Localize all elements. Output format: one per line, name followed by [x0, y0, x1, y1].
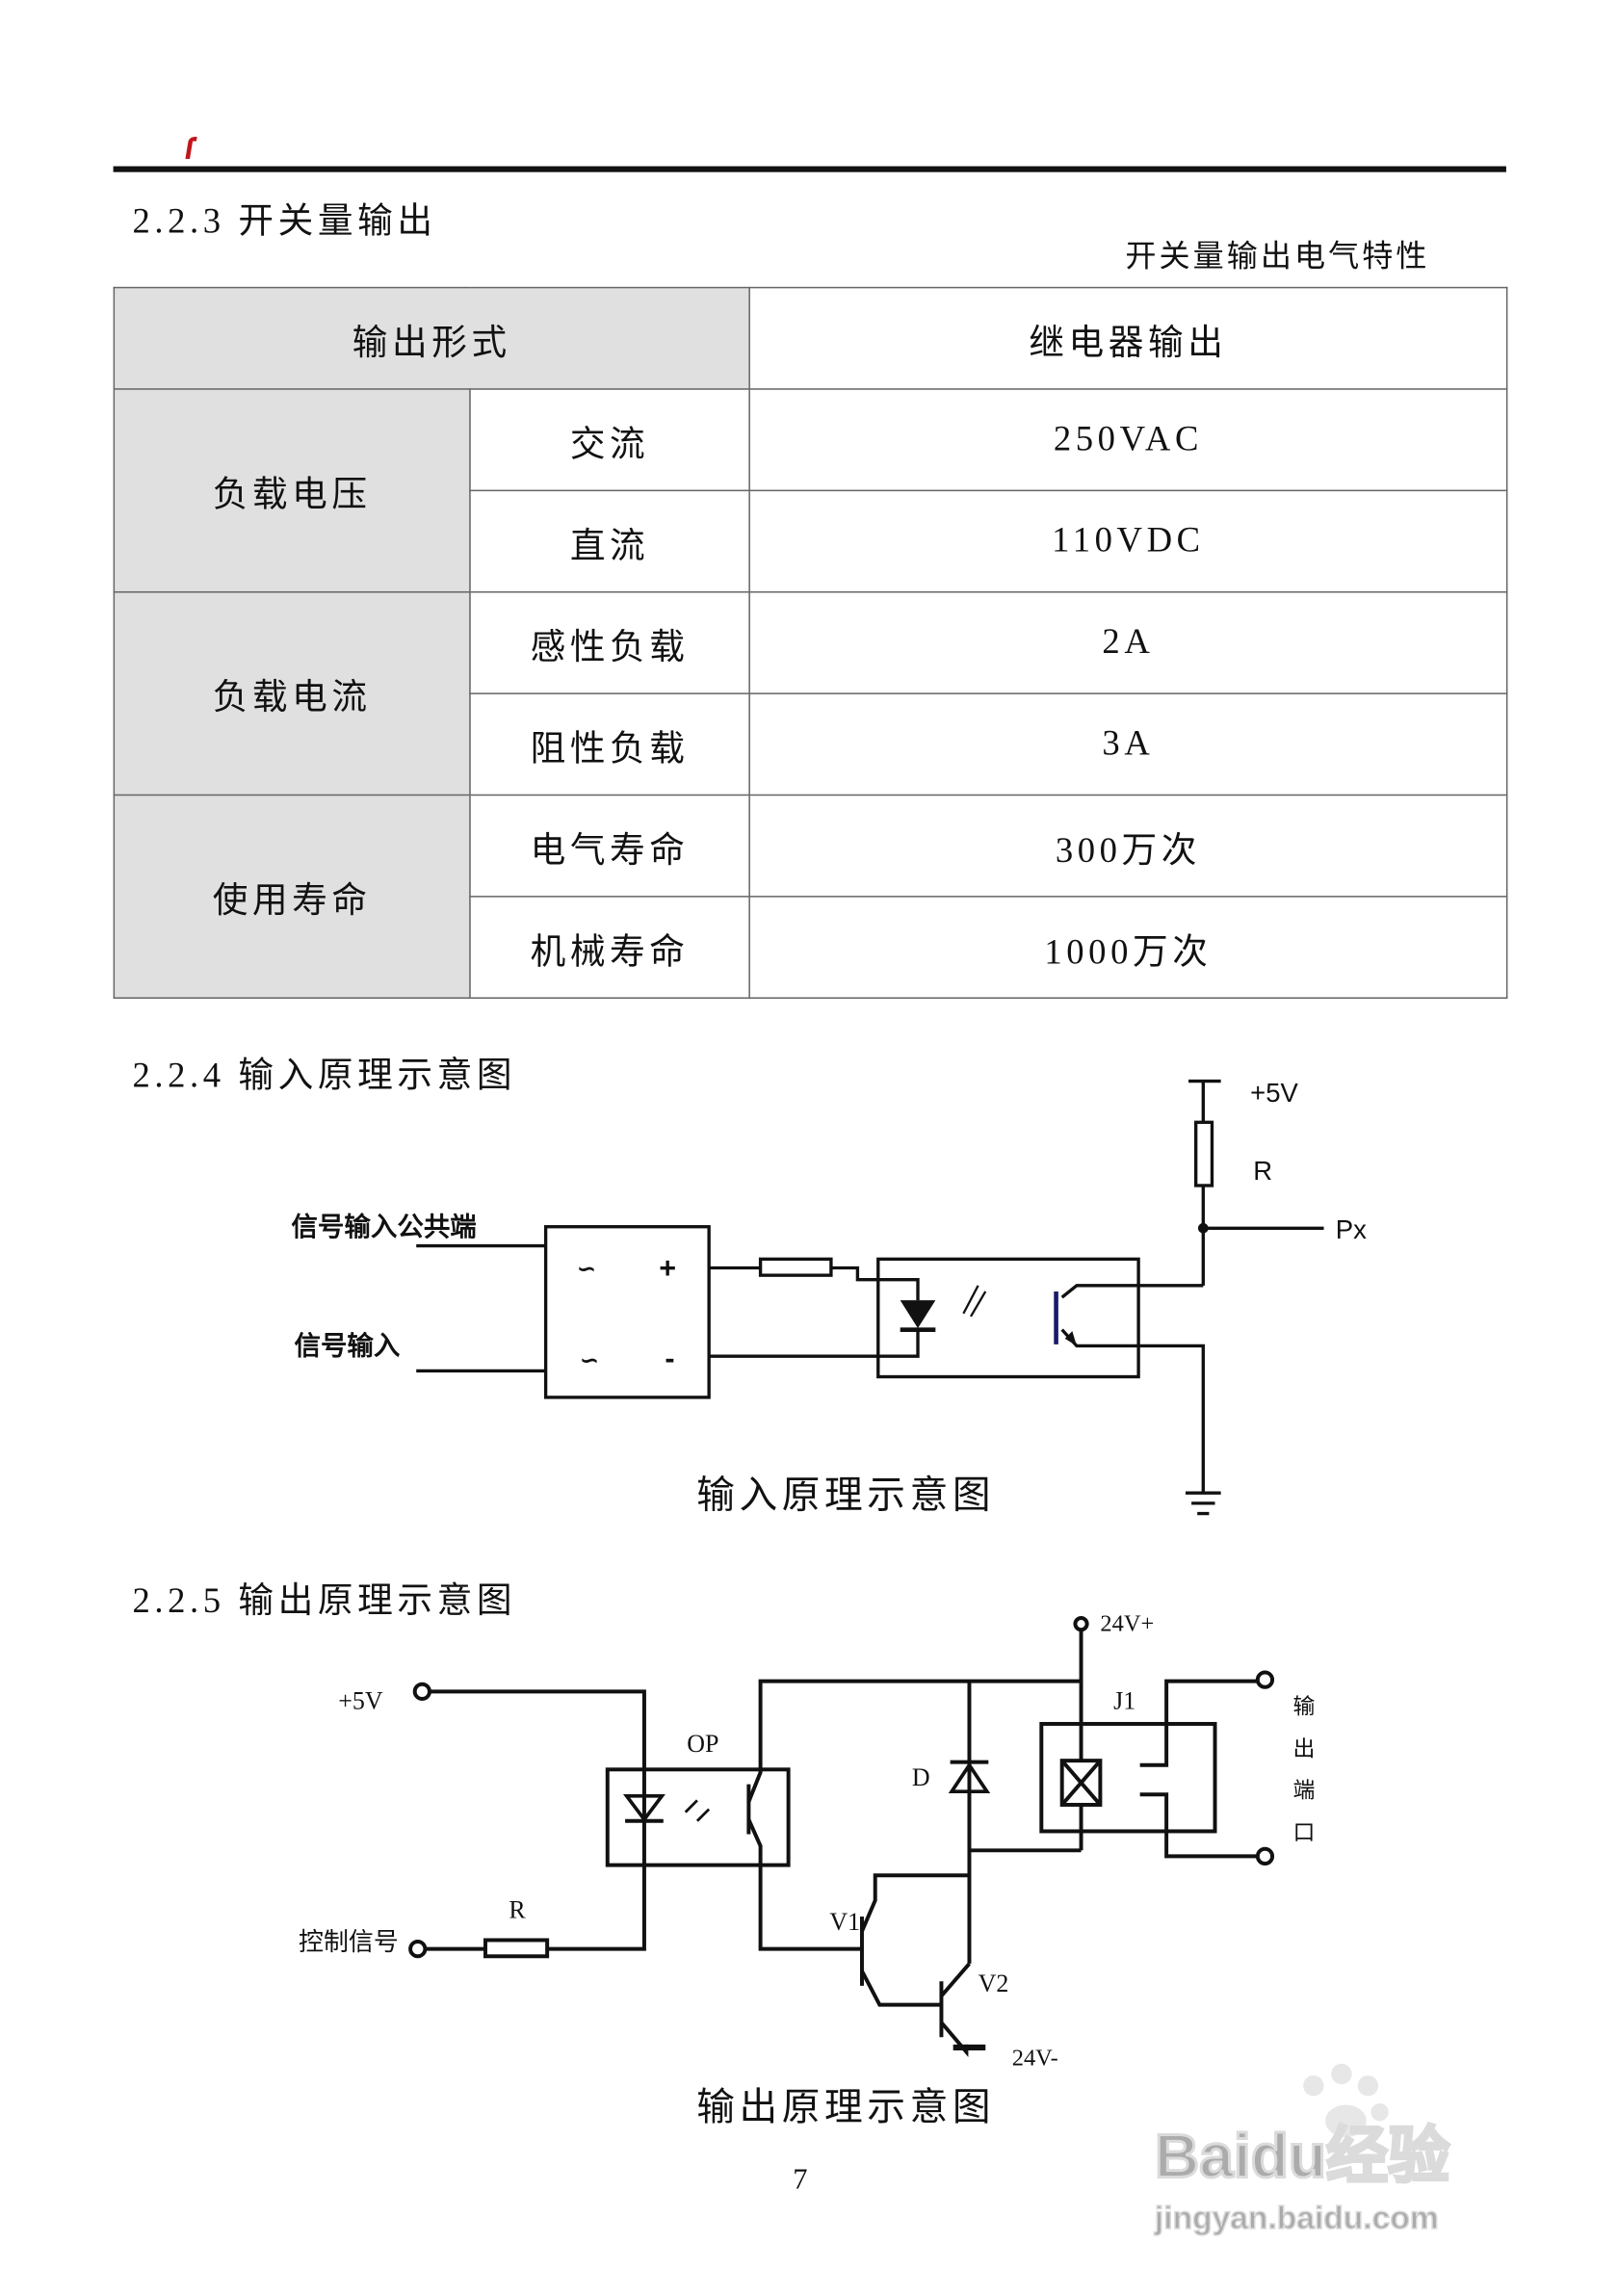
op-label: OP	[687, 1730, 718, 1758]
relay-label: J1	[1113, 1687, 1135, 1715]
led-diode-icon	[900, 1300, 936, 1329]
cell-value: 2A	[748, 590, 1508, 694]
sub-label: 阻性负载	[469, 692, 750, 796]
minus-terminal: -	[665, 1342, 674, 1374]
sub-label: 机械寿命	[469, 896, 750, 1000]
control-signal-label: 控制信号	[299, 1928, 399, 1956]
vcc-label: +5V	[338, 1687, 383, 1715]
v2-label: V2	[979, 1970, 1009, 1997]
resistor-label: R	[509, 1896, 526, 1924]
output-port-label: 出	[1292, 1737, 1315, 1761]
optocoupler-box	[876, 1257, 1140, 1379]
sub-label: 感性负载	[469, 590, 750, 694]
page-number: 7	[793, 2163, 807, 2196]
sub-label: 电气寿命	[469, 794, 750, 898]
group-label: 使用寿命	[113, 794, 471, 1000]
signal-input-label: 信号输入	[294, 1331, 400, 1361]
relay-coil-icon	[1059, 1759, 1103, 1807]
group-label: 负载电流	[113, 590, 471, 796]
output-port-label: 输	[1292, 1694, 1315, 1718]
header-value: 继电器输出	[748, 286, 1508, 390]
table-row: 负载电压 交流 250VAC	[113, 388, 1508, 593]
v24-minus-label: 24V-	[1012, 2045, 1058, 2071]
common-input-label: 信号输入公共端	[291, 1212, 476, 1241]
px-output-label: Px	[1336, 1214, 1367, 1244]
table-row: 机械寿命 1000万次	[114, 896, 1508, 1000]
cell-value: 300万次	[748, 794, 1508, 898]
paw-icon	[1303, 2063, 1389, 2138]
table-row: 阻性负载 3A	[114, 692, 1508, 796]
junction-dot	[1197, 1222, 1209, 1234]
table-row: 使用寿命 电气寿命 300万次	[113, 794, 1508, 1000]
table-row: 负载电流 感性负载 2A	[113, 590, 1508, 796]
output-port-label: 口	[1292, 1821, 1315, 1845]
freewheel-diode-icon	[948, 1761, 991, 1794]
cell-value: 3A	[748, 692, 1508, 796]
output-spec-table: 输出形式 继电器输出 负载电压 交流 250VAC 直流 110VDC 负载电流…	[113, 286, 1508, 1000]
rectifier-box	[543, 1225, 711, 1399]
watermark-url: jingyan.baidu.com	[1154, 2201, 1439, 2236]
table-caption: 开关量输出电气特性	[1125, 238, 1430, 274]
ac-terminal-2: ∽	[580, 1347, 599, 1373]
cell-value: 110VDC	[748, 489, 1508, 593]
v24-plus-label: 24V+	[1100, 1611, 1154, 1637]
cell-value: 250VAC	[748, 388, 1508, 492]
optocoupler-box	[605, 1767, 791, 1867]
resistor-label: R	[1253, 1156, 1272, 1186]
relay-box	[1039, 1721, 1217, 1834]
watermark-brand: Baidu经验	[1155, 2121, 1449, 2190]
header-rule	[113, 166, 1506, 172]
output-diagram-caption: 输出原理示意图	[696, 2086, 995, 2128]
vcc-label: +5V	[1250, 1078, 1298, 1108]
diode-label: D	[912, 1763, 930, 1791]
brand-logo-icon	[185, 137, 197, 159]
cell-value: 1000万次	[748, 896, 1508, 1000]
section-225-title: 2.2.5 输出原理示意图	[132, 1582, 517, 1622]
sub-label: 交流	[469, 388, 750, 492]
section-223-title: 2.2.3 开关量输出	[132, 202, 437, 242]
led-diode-icon	[622, 1793, 665, 1823]
output-port-label: 端	[1292, 1778, 1315, 1802]
resistor-icon	[483, 1938, 550, 1959]
table-row: 直流 110VDC	[114, 489, 1508, 593]
ac-terminal-1: ∽	[577, 1257, 596, 1283]
baidu-watermark: Baidu经验 jingyan.baidu.com	[1153, 2063, 1451, 2237]
group-label: 负载电压	[113, 388, 471, 593]
v1-label: V1	[829, 1908, 860, 1936]
plus-terminal: +	[659, 1252, 676, 1285]
section-224-title: 2.2.4 输入原理示意图	[132, 1057, 517, 1096]
input-diagram-caption: 输入原理示意图	[696, 1474, 995, 1516]
